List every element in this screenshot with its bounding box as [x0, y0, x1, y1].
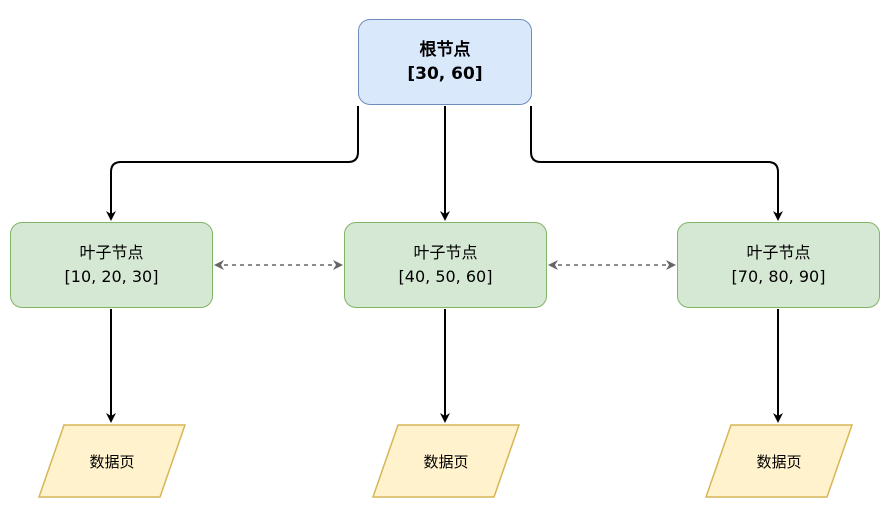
data-page-label: 数据页 [423, 452, 469, 471]
leaf-node-1[interactable]: 叶子节点 [10, 20, 30] [10, 222, 213, 308]
edge-root-to-leaf-3 [530, 106, 783, 221]
leaf-node-keys: [10, 20, 30] [64, 267, 159, 286]
leaf-node-title: 叶子节点 [79, 243, 144, 262]
root-node[interactable]: 根节点 [30, 60] [358, 19, 532, 105]
leaf-node-3[interactable]: 叶子节点 [70, 80, 90] [677, 222, 880, 308]
leaf-node-keys: [70, 80, 90] [731, 267, 826, 286]
leaf-node-title: 叶子节点 [413, 243, 478, 262]
data-page-3[interactable]: 数据页 [705, 424, 853, 498]
leaf-node-2[interactable]: 叶子节点 [40, 50, 60] [344, 222, 547, 308]
data-page-shape [38, 424, 186, 498]
leaf-node-keys: [40, 50, 60] [398, 267, 493, 286]
edge-root-to-leaf-1 [106, 106, 359, 221]
root-node-keys: [30, 60] [407, 64, 483, 84]
leaf-node-title: 叶子节点 [746, 243, 811, 262]
data-page-1[interactable]: 数据页 [38, 424, 186, 498]
data-page-2[interactable]: 数据页 [372, 424, 520, 498]
data-page-label: 数据页 [756, 452, 802, 471]
data-page-shape [372, 424, 520, 498]
data-page-label: 数据页 [89, 452, 135, 471]
root-node-title: 根节点 [419, 40, 471, 60]
data-page-shape [705, 424, 853, 498]
